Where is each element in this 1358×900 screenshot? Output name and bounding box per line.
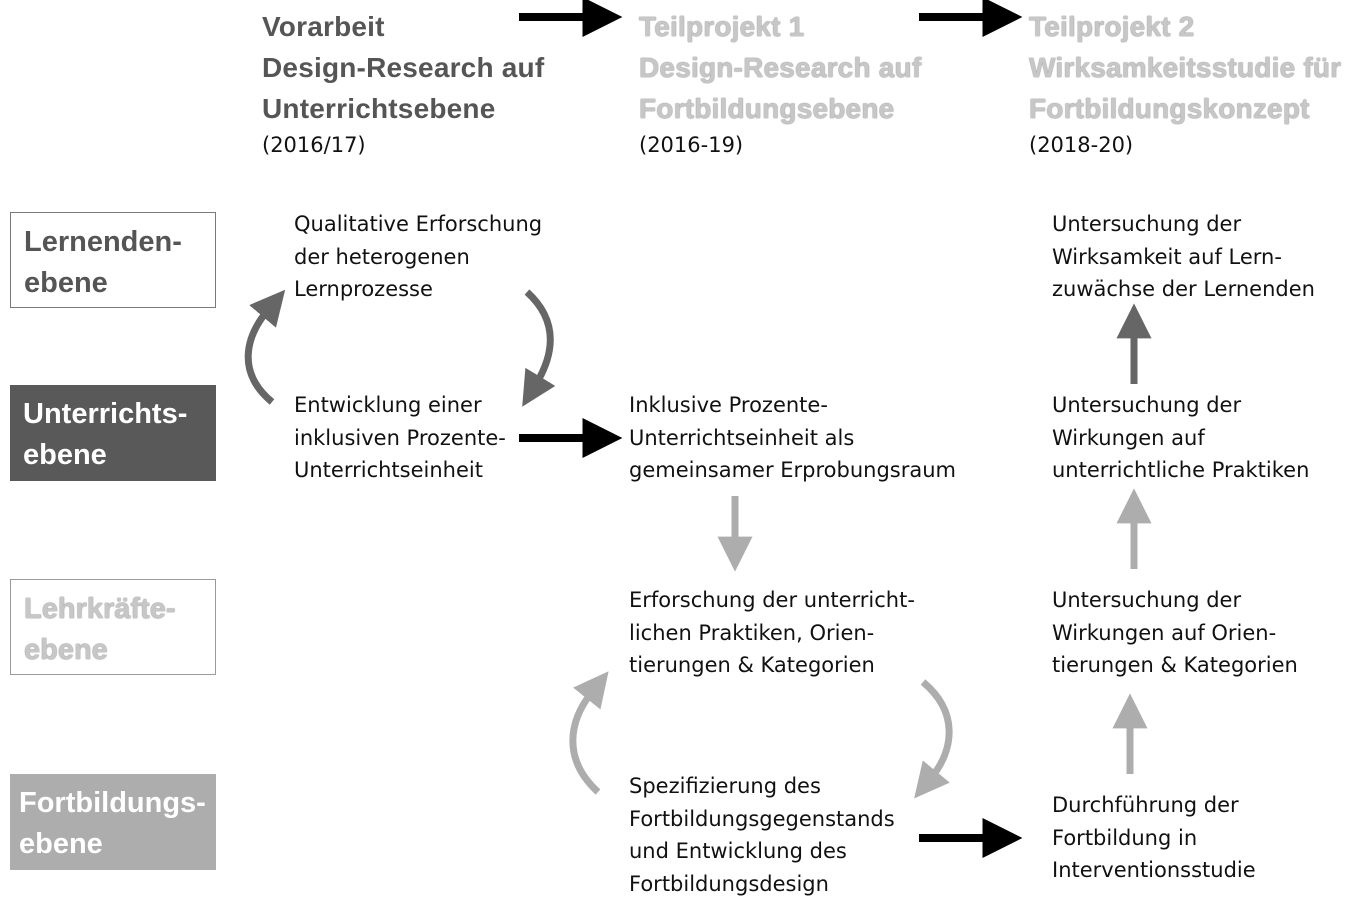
curved-arrow-up-icon — [573, 692, 598, 792]
curved-arrow-up-icon — [248, 310, 272, 402]
curved-arrow-down-icon — [923, 682, 949, 778]
curved-arrow-down-icon — [527, 292, 550, 384]
